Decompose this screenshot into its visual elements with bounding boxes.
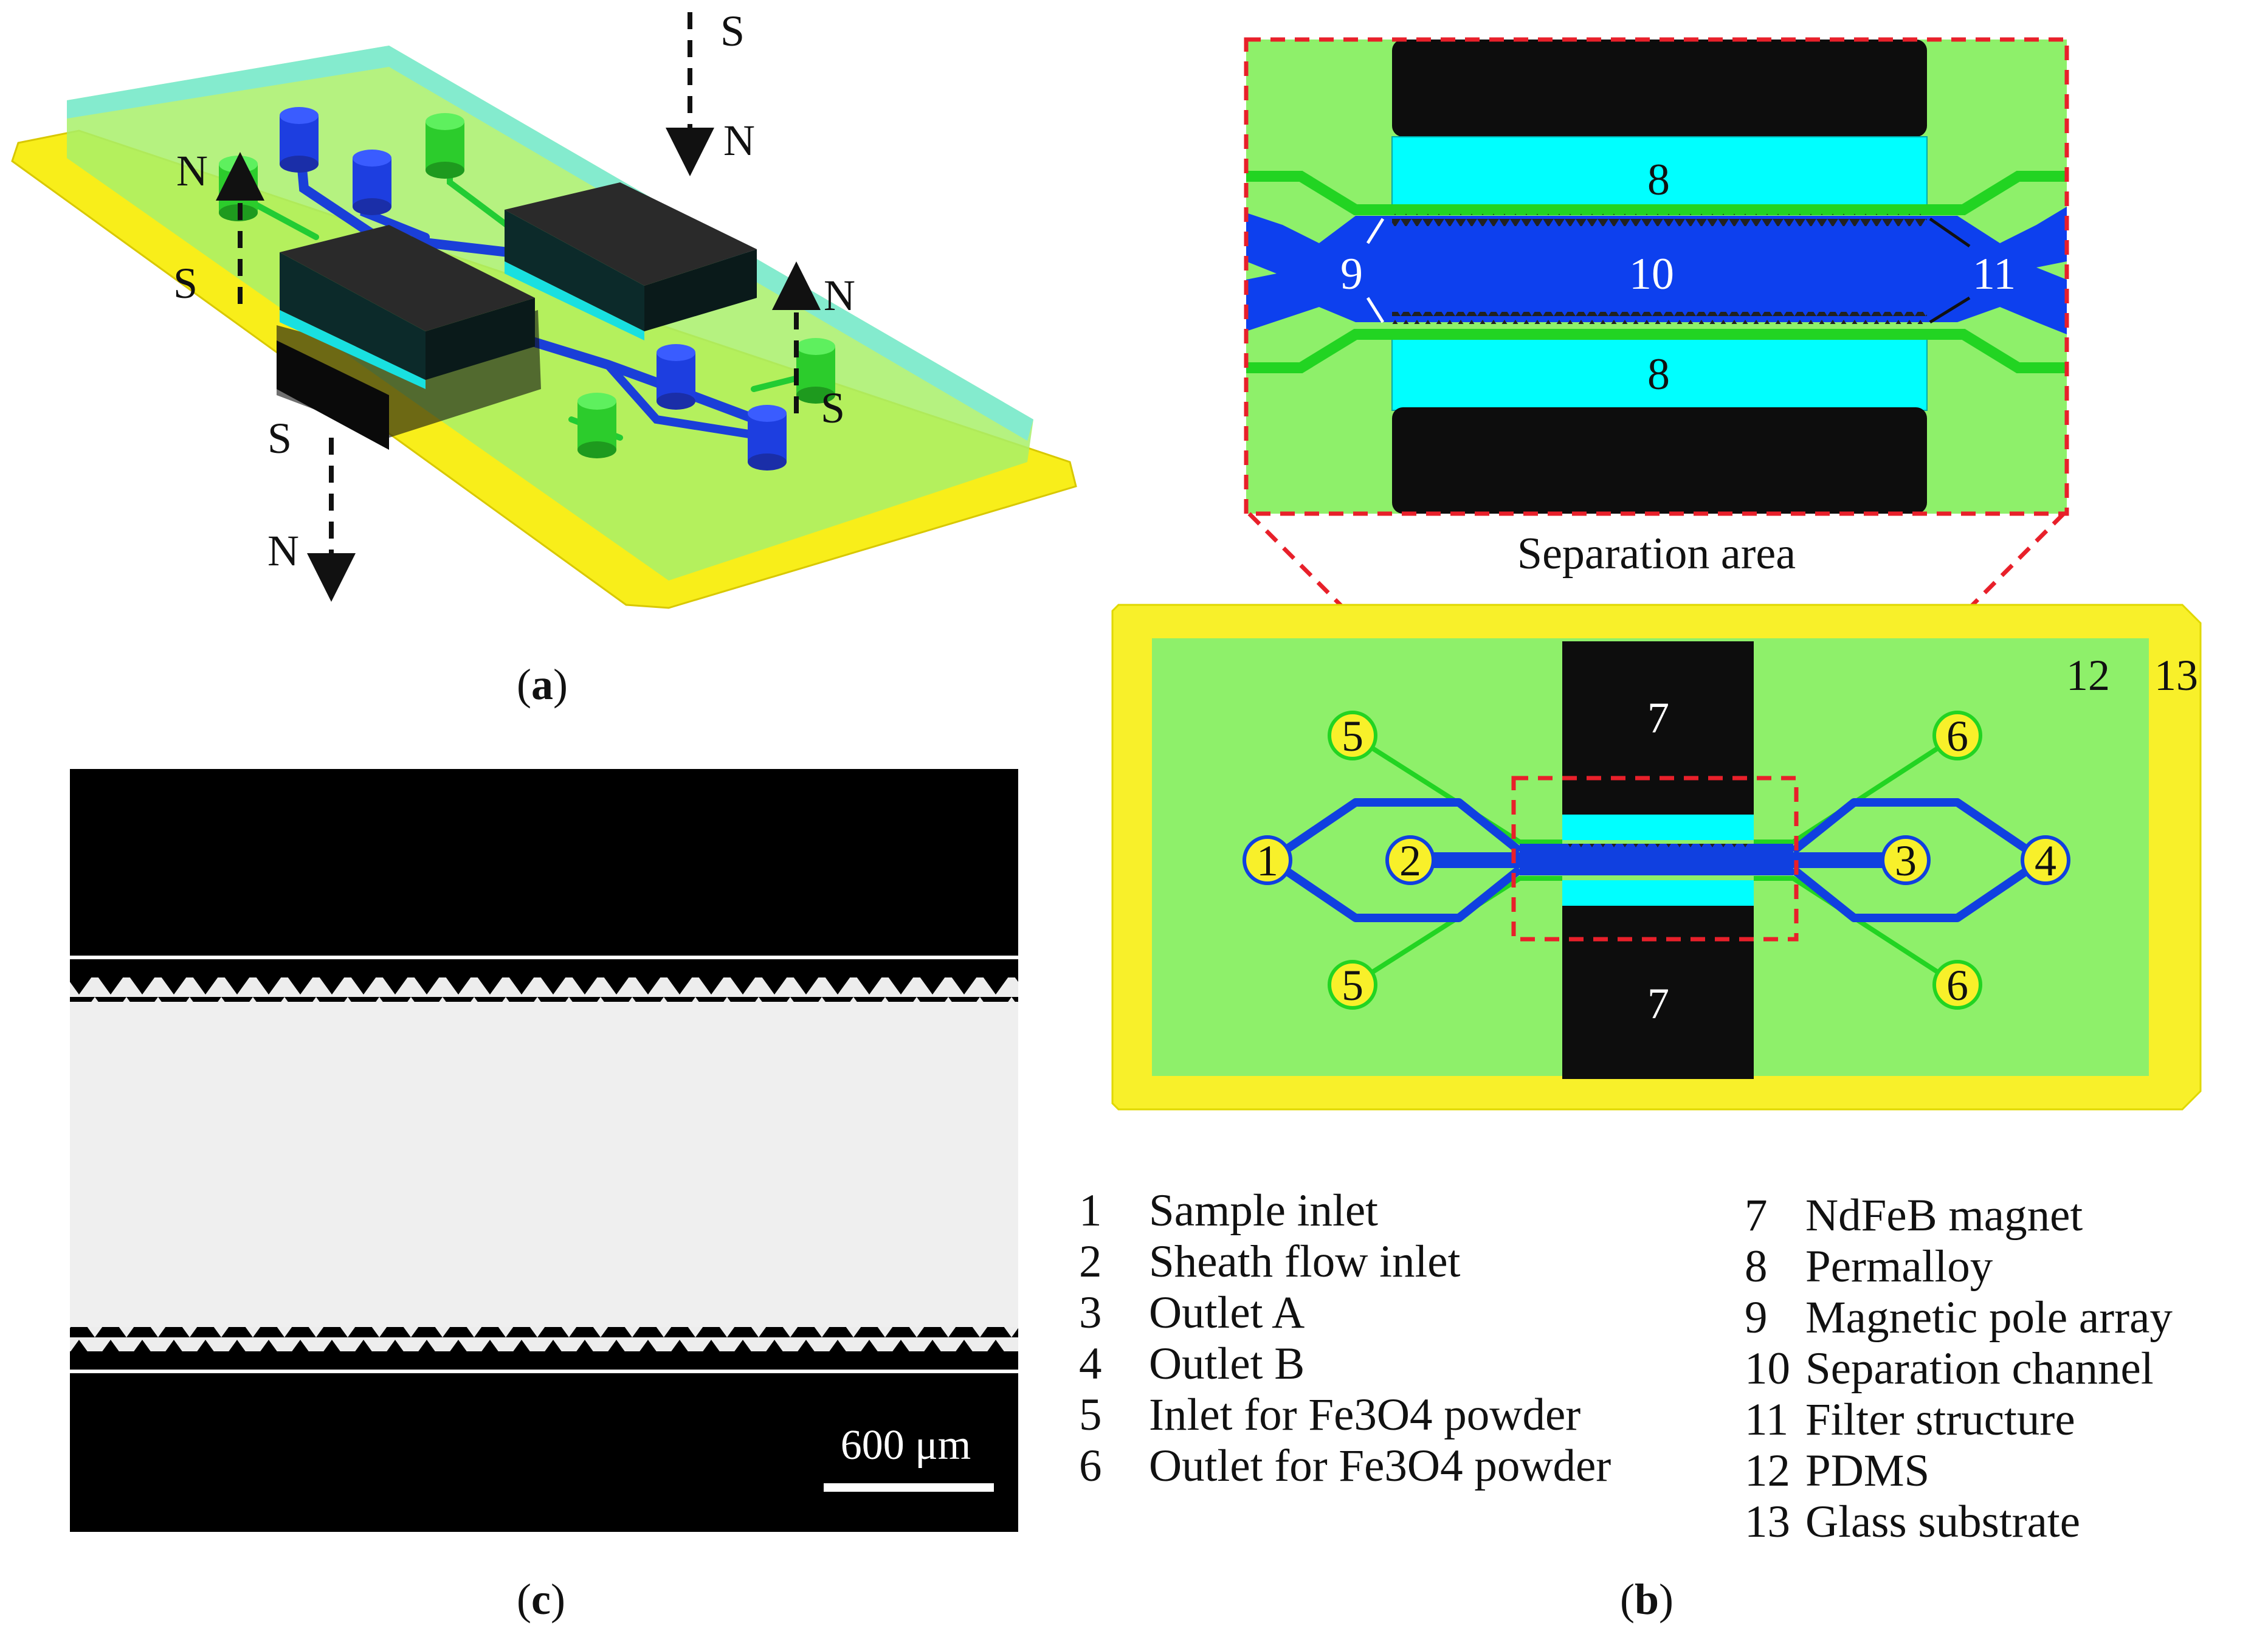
chip-label-6: 6	[1946, 961, 1968, 1010]
zoom-label-permalloy: 8	[1647, 155, 1670, 205]
port-3	[1881, 835, 1931, 885]
port-cylinders-3d	[219, 107, 835, 471]
micrograph-bottom-stripe	[70, 1370, 1018, 1373]
zoom-label-filter: 11	[1973, 249, 2016, 299]
chip-label-3: 3	[1895, 836, 1917, 885]
pole-label-S: S	[821, 384, 845, 432]
port-5-bottom	[1328, 960, 1377, 1010]
green-port-3	[796, 338, 835, 404]
chip-label-magnet: 7	[1647, 979, 1669, 1028]
chip-label-5: 5	[1342, 712, 1363, 760]
caption-c: (c)	[517, 1575, 565, 1624]
micrograph-top-teeth	[70, 977, 1018, 1002]
zoom-magnet-bottom	[1392, 407, 1927, 514]
micrograph-bottom-teeth	[70, 1327, 1018, 1351]
blue-port-4	[748, 405, 787, 471]
pole-label-N: N	[723, 116, 755, 165]
panel-c-micrograph: 600 μm	[70, 769, 1018, 1532]
chip-label-6: 6	[1946, 712, 1968, 760]
pole-label-S: S	[720, 7, 745, 55]
permalloy-top	[1562, 815, 1754, 840]
pole-label-N: N	[824, 271, 855, 320]
port-4	[2021, 835, 2070, 885]
chip-label-1: 1	[1256, 836, 1278, 885]
blue-port-2	[353, 150, 391, 215]
magnet-bottom	[1562, 906, 1754, 1079]
pole-label-S: S	[173, 259, 198, 308]
green-port-4	[577, 393, 616, 458]
port-1	[1243, 835, 1292, 885]
port-2	[1385, 835, 1435, 885]
zoom-pole-array-top	[1392, 214, 1927, 226]
pole-label-N: N	[176, 147, 208, 195]
pdms-top-edge	[67, 46, 1033, 441]
zoom-label-permalloy: 8	[1647, 350, 1670, 399]
blue-port-1	[280, 107, 319, 173]
chip-label-4: 4	[2035, 836, 2056, 885]
chip-label-2: 2	[1399, 836, 1421, 885]
magnet-3d-right	[505, 182, 757, 340]
port-6-top	[1932, 711, 1982, 760]
magnet-top	[1562, 641, 1754, 815]
chip-label-magnet: 7	[1647, 694, 1669, 742]
pole-label-N: N	[267, 526, 299, 575]
zoom-permalloy-bottom	[1391, 337, 1928, 411]
zoom-permalloy-top	[1391, 136, 1928, 207]
zoom-label-channel: 10	[1629, 249, 1674, 299]
pdms-block-3d	[67, 46, 1033, 581]
scale-bar	[824, 1483, 994, 1492]
chip-label-5: 5	[1342, 961, 1363, 1010]
zoom-pole-array-bottom	[1392, 312, 1927, 324]
magnet-3d-left	[277, 225, 541, 450]
chip-label-glass: 13	[2154, 651, 2198, 700]
micrograph-top-stripe	[70, 956, 1018, 959]
green-port-1	[426, 113, 464, 179]
panel-b-zoom: 8 8 9 10 11 Separation area	[1244, 37, 2069, 783]
chip-pole-array	[1562, 844, 1754, 850]
ports-top-view	[1243, 711, 2070, 1010]
port-6-bottom	[1932, 960, 1982, 1010]
zoom-separation-channel	[1246, 207, 2067, 334]
permalloy-bottom	[1562, 880, 1754, 906]
chip-zoom-box	[1511, 776, 1799, 942]
zoom-magnet-top	[1392, 40, 1927, 137]
zoom-title: Separation area	[1517, 529, 1796, 579]
pole-label-S: S	[267, 414, 292, 463]
scale-bar-label: 600 μm	[841, 1422, 971, 1469]
panel-a-device: S N N S N S S N	[11, 7, 1077, 609]
micrograph-channel	[70, 1002, 1018, 1327]
blue-port-3	[657, 344, 695, 410]
zoom-dashed-frame	[1244, 37, 2069, 516]
pole-arrows	[216, 12, 821, 602]
caption-a: (a)	[517, 660, 568, 709]
panel-b-chip: 7 7 1 2 3 4 5 5 6 6 12 13	[1111, 604, 2202, 1111]
zoom-label-pole-array: 9	[1340, 249, 1363, 299]
chip-label-pdms: 12	[2066, 651, 2110, 700]
port-5-top	[1328, 711, 1377, 760]
caption-b: (b)	[1620, 1575, 1674, 1624]
